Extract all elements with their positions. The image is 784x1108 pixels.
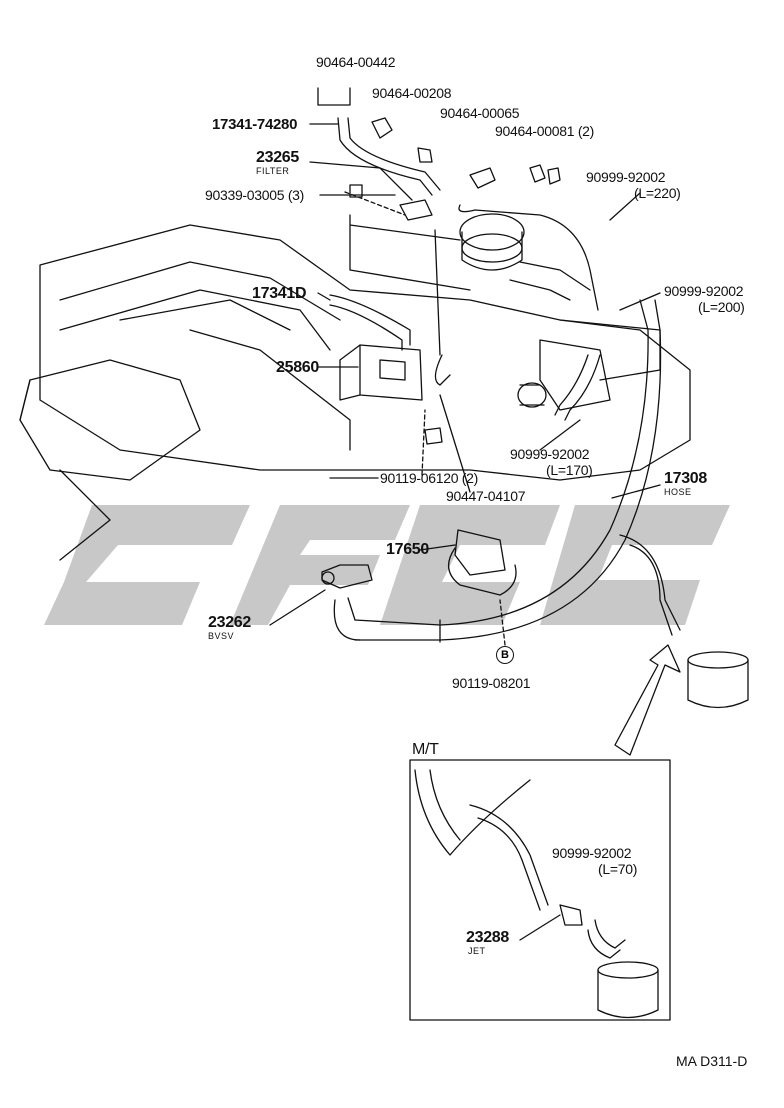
label-90999-92002-170: 90999-92002 xyxy=(510,446,590,462)
inset-frame xyxy=(409,759,671,1021)
label-len-200: (L=200) xyxy=(698,299,745,315)
filter-23265 xyxy=(399,199,433,221)
label-17308-sub: HOSE xyxy=(664,487,692,497)
label-23262-sub: BVSV xyxy=(208,631,235,641)
label-23265-sub: FILTER xyxy=(256,166,290,176)
marker-b: B xyxy=(496,646,514,664)
bracket-25860 xyxy=(359,344,423,401)
hose-17341-74280 xyxy=(337,117,433,196)
label-23262: 23262 xyxy=(208,614,251,631)
label-90464-00208: 90464-00208 xyxy=(372,85,452,101)
hose-17341d xyxy=(329,294,411,346)
label-90999-92002-70: 90999-92002 xyxy=(552,845,632,861)
figure-reference: MA D311-D xyxy=(676,1053,748,1069)
label-17308: 17308 xyxy=(664,470,707,487)
label-90464-00442: 90464-00442 xyxy=(316,54,396,70)
label-23288-sub: JET xyxy=(468,946,486,956)
engine-outline xyxy=(39,224,691,481)
label-90119-08201: 90119-08201 xyxy=(452,675,531,691)
label-23288: 23288 xyxy=(466,929,509,946)
label-90999-92002-220: 90999-92002 xyxy=(586,169,666,185)
label-90119-06120: 90119-06120 (2) xyxy=(380,470,478,486)
hose-17308 xyxy=(354,299,649,626)
label-90447-04107: 90447-04107 xyxy=(446,488,526,504)
label-17341d: 17341D xyxy=(252,285,307,302)
inset-title: M/T xyxy=(412,741,439,758)
watermark-logo xyxy=(44,505,730,625)
valve-17650 xyxy=(454,529,506,576)
label-90464-00065: 90464-00065 xyxy=(440,105,520,121)
label-len-220: (L=220) xyxy=(634,185,681,201)
label-25860: 25860 xyxy=(276,359,319,376)
inset-arrow xyxy=(614,644,681,756)
label-len-70: (L=70) xyxy=(598,861,638,877)
label-90339-03005: 90339-03005 (3) xyxy=(205,187,305,203)
label-len-170: (L=170) xyxy=(546,462,593,478)
label-90464-00081: 90464-00081 (2) xyxy=(495,123,595,139)
label-90999-92002-200: 90999-92002 xyxy=(664,283,744,299)
label-23265: 23265 xyxy=(256,149,299,166)
label-17650: 17650 xyxy=(386,541,429,558)
label-17341-74280: 17341-74280 xyxy=(212,116,298,133)
